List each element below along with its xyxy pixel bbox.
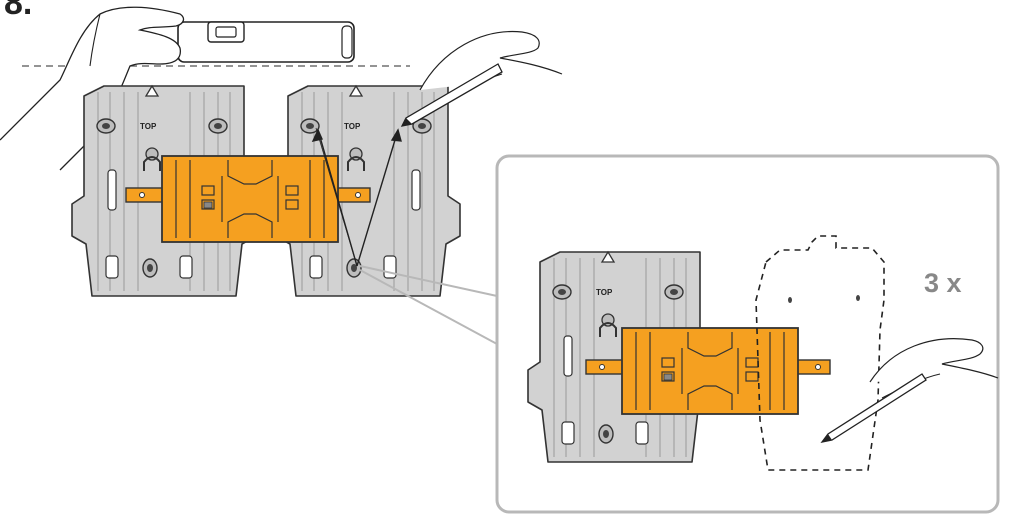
- marked-dot-left: [788, 297, 792, 303]
- mounting-plate-left: TOP: [71, 85, 257, 297]
- mounting-plate-right: TOP: [275, 85, 461, 297]
- hand-with-pencil-top: [400, 30, 563, 127]
- detail-mounting-plate: TOP: [527, 251, 713, 463]
- marking-arrows: [311, 127, 402, 267]
- callout-connectors: [359, 265, 498, 345]
- device-top: [177, 21, 355, 63]
- repeat-count-label: 3 x: [924, 268, 962, 298]
- step-number: 8.: [4, 0, 32, 22]
- bracket-main: [125, 155, 371, 243]
- marked-outline-dashed: [755, 235, 885, 471]
- hand-with-pencil-detail: [820, 338, 999, 443]
- plate-top-label-left: TOP: [140, 122, 157, 131]
- callout-detail-box: TOP 3 x: [495, 154, 1000, 514]
- detail-plate-top-label: TOP: [596, 288, 613, 297]
- plate-top-label-right: TOP: [344, 122, 361, 131]
- marked-dot-right: [856, 295, 860, 301]
- detail-bracket: [585, 327, 831, 415]
